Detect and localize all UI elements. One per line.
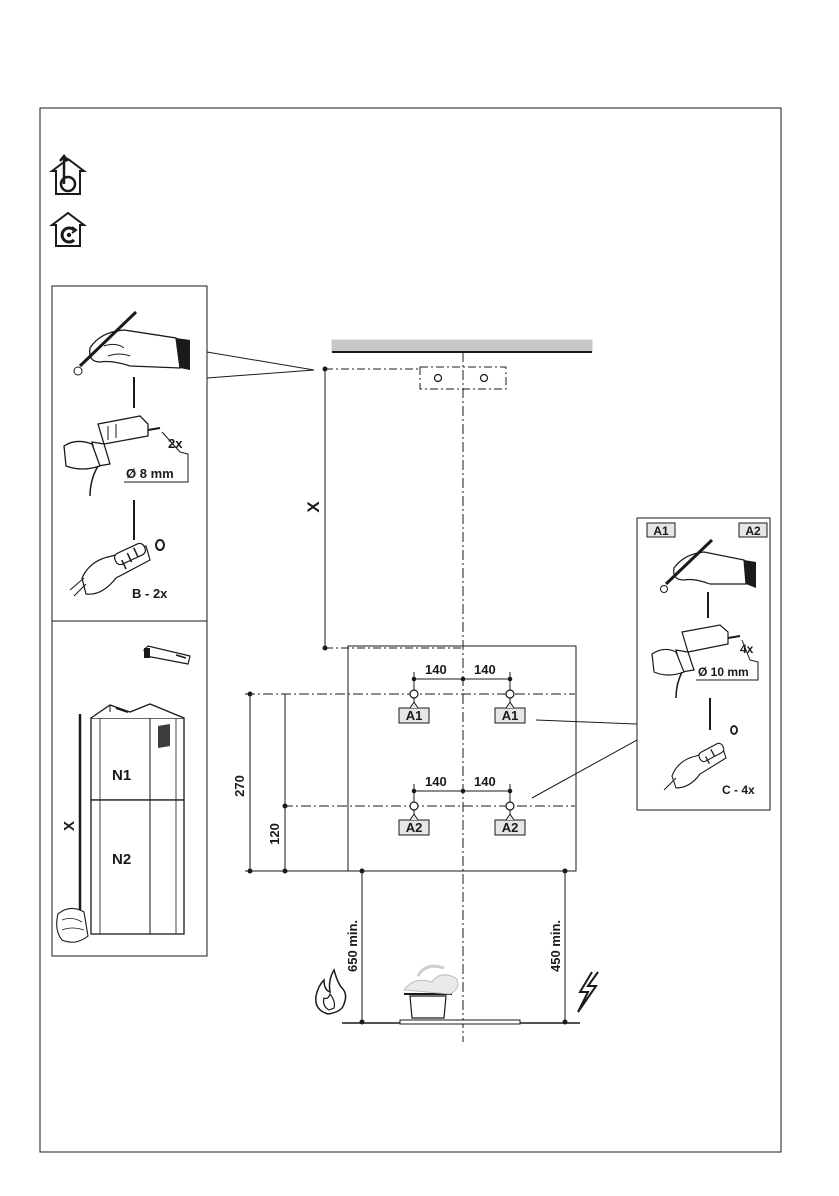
tag-a1-left-text: A1	[406, 708, 423, 723]
chimney-height-label: X	[61, 821, 78, 831]
hole-a1-right	[505, 689, 515, 699]
steaming-pot-icon	[403, 964, 459, 1019]
spacing-bottom-right: 140	[474, 774, 496, 789]
duct-out-house-icon	[49, 153, 87, 195]
spacing-top-left: 140	[425, 662, 447, 677]
dim-120: 120	[267, 823, 282, 845]
height-x-label: X	[304, 501, 323, 513]
dim-270: 270	[232, 775, 247, 797]
right-drill-diameter: Ø 10 mm	[698, 665, 749, 679]
right-tag-a1-text: A1	[653, 524, 669, 538]
ceiling-bracket-outline	[419, 366, 507, 390]
right-drill-count: 4x	[740, 642, 754, 656]
marking-hand-icon	[73, 310, 190, 376]
right-tag-a2-text: A2	[745, 524, 761, 538]
wall-plug-hand-icon	[69, 542, 151, 597]
left-drill-diameter: Ø 8 mm	[126, 466, 174, 481]
dim-650-min: 650 min.	[345, 920, 360, 972]
tag-a2-right-text: A2	[502, 820, 519, 835]
hole-a1-left	[409, 689, 419, 699]
chimney-icon	[90, 703, 185, 935]
tape-hand-icon	[56, 907, 89, 943]
left-drill-count: 2x	[168, 436, 183, 451]
flame-icon	[315, 968, 347, 1015]
center-dimension-drawing: X 140 140 A1 A1 140 140 A2	[232, 339, 599, 1042]
tag-a2-left-text: A2	[406, 820, 423, 835]
lightning-icon	[577, 971, 599, 1013]
hole-a2-left	[409, 801, 419, 811]
tag-a1-right-text: A1	[502, 708, 519, 723]
left-instruction-panel: 2x Ø 8 mm B - 2x	[51, 285, 315, 957]
outer-frame	[39, 107, 782, 1153]
right-wall-plug-hand-icon	[663, 742, 727, 791]
ceiling-hole-right	[479, 373, 489, 383]
recirculation-house-icon	[49, 211, 87, 247]
right-instruction-panel: A1 A2 4x Ø 10 mm	[531, 517, 771, 811]
hole-a2-right	[505, 801, 515, 811]
right-plug-label: C - 4x	[722, 783, 755, 797]
chimney-upper-label: N1	[112, 767, 131, 784]
right-marking-hand-icon	[660, 538, 756, 593]
right-drill-icon	[651, 624, 741, 699]
spacing-bottom-left: 140	[425, 774, 447, 789]
ceiling	[331, 339, 593, 353]
right-tag-a1	[646, 522, 676, 538]
spacing-top-right: 140	[474, 662, 496, 677]
left-plug-label: B - 2x	[132, 586, 168, 601]
dim-450-min: 450 min.	[548, 920, 563, 972]
chimney-lower-label: N2	[112, 851, 131, 868]
bracket-icon	[143, 645, 191, 665]
right-tag-a2	[738, 522, 768, 538]
drill-icon	[63, 415, 161, 497]
ceiling-hole-left	[433, 373, 443, 383]
